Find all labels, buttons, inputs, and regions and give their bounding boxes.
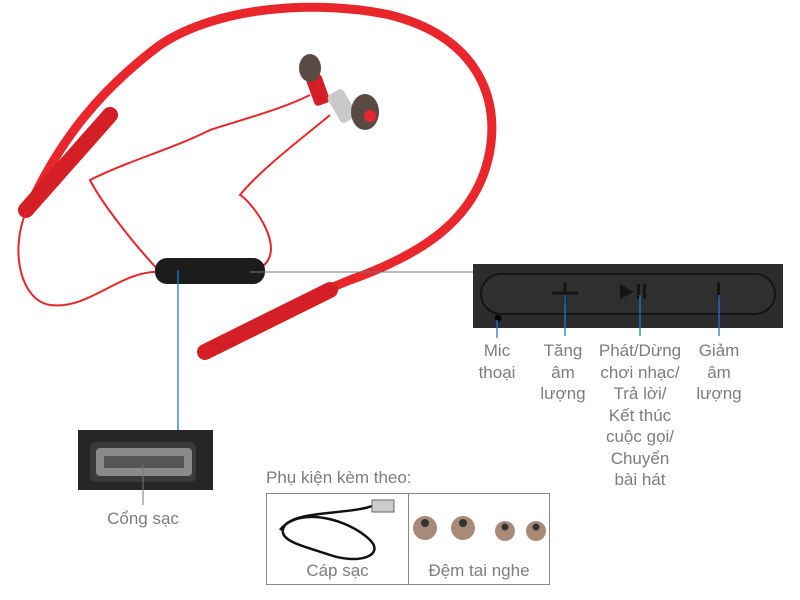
label-line: Phát/Dừng [598, 341, 682, 360]
accessory-label: Cáp sạc [306, 561, 369, 580]
label-play-pause: Phát/Dừng chơi nhạc/ Trả lời/ Kết thúc c… [599, 340, 681, 491]
label-line: Mic [483, 341, 511, 360]
mic-hole-icon [494, 314, 502, 322]
label-mic: Mic thoại [479, 340, 516, 383]
neckband-earphones: mozard [17, 2, 497, 360]
minus-icon [717, 282, 720, 299]
usb-cable-icon [279, 499, 395, 561]
label-volume-down: Giảm âm lượng [696, 340, 741, 405]
accessories-box: Cáp sạc Đệm tai nghe [266, 493, 550, 585]
label-line: chơi nhạc/ [600, 362, 680, 382]
inline-remote [155, 258, 265, 284]
accessory-ear-tips: Đệm tai nghe [409, 494, 549, 584]
label-line: âm [707, 362, 731, 382]
button-panel-closeup [473, 264, 783, 328]
label-line: bài hát [614, 470, 666, 489]
earbud-right-icon [327, 89, 379, 130]
label-charge-port: Cổng sạc [107, 509, 179, 528]
callout-lines [177, 270, 720, 432]
label-line: lượng [696, 384, 742, 403]
label-line: Trả lời/ [613, 384, 667, 403]
label-line: cuộc gọi/ [605, 427, 675, 446]
accessory-cable: Cáp sạc [267, 494, 409, 584]
play-pause-icon [620, 284, 646, 299]
label-line: âm [551, 362, 575, 382]
accessory-label: Đệm tai nghe [428, 561, 530, 580]
charge-port-closeup [78, 430, 213, 490]
ear-tips-icon [413, 516, 546, 541]
label-line: Tăng [543, 341, 583, 360]
label-line: Chuyển [610, 448, 670, 468]
label-line: thoại [478, 362, 516, 382]
label-line: Kết thúc [608, 405, 672, 425]
accessories-title: Phụ kiện kèm theo: [266, 468, 412, 487]
label-volume-up: Tăng âm lượng [540, 340, 585, 405]
earbud-left-icon [299, 54, 330, 106]
label-line: lượng [540, 384, 586, 403]
label-line: Giảm [698, 341, 740, 360]
